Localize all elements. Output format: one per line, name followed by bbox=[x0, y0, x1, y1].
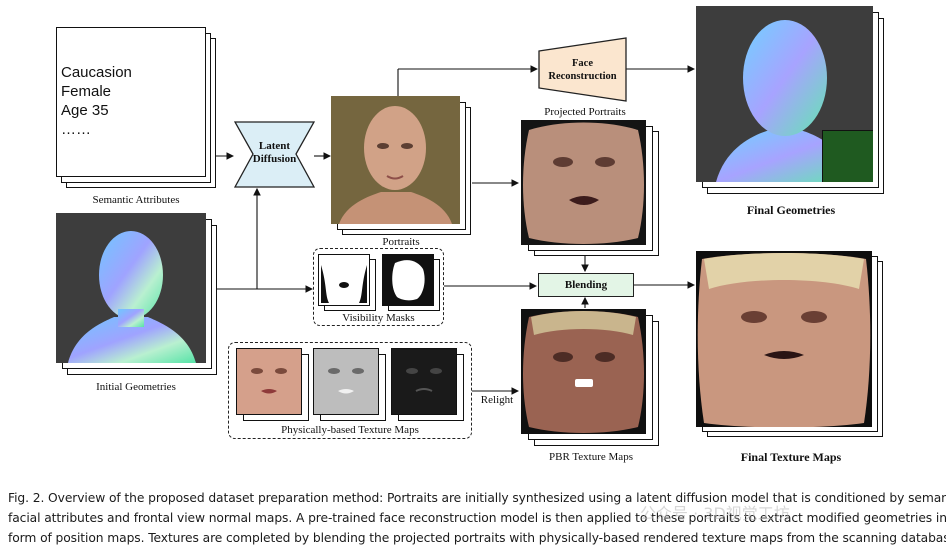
projected-portraits-label: Projected Portraits bbox=[544, 106, 626, 118]
attribute-line-3: Age 35 bbox=[61, 102, 109, 119]
mask-image-white bbox=[318, 254, 370, 306]
initial-geometries-label: Initial Geometries bbox=[96, 381, 176, 393]
pbr-maps-label: Physically-based Texture Maps bbox=[281, 424, 419, 436]
caption-line-2: facial attributes and frontal view norma… bbox=[8, 511, 946, 525]
face-reconstruction-line-1: Face bbox=[572, 58, 593, 69]
visibility-masks-label: Visibility Masks bbox=[342, 312, 415, 324]
final-texture-face-icon bbox=[697, 253, 871, 427]
semantic-attributes-label: Semantic Attributes bbox=[92, 194, 180, 206]
face-reconstruction-label: Face Reconstruction bbox=[538, 57, 627, 83]
initial-geometry-image bbox=[56, 213, 206, 363]
mask-image-black bbox=[382, 254, 434, 306]
blending-box: Blending bbox=[538, 273, 634, 297]
final-geometry-image bbox=[696, 6, 873, 182]
displacement-face-icon bbox=[406, 368, 442, 392]
final-texture-image bbox=[696, 251, 872, 427]
portrait-face-icon bbox=[331, 96, 460, 224]
normal-map-head-icon bbox=[68, 231, 196, 363]
portraits-label: Portraits bbox=[382, 236, 420, 248]
pbr-texture-image bbox=[521, 309, 646, 434]
projected-face-icon bbox=[523, 122, 644, 244]
mask-shape-icon bbox=[392, 260, 425, 301]
latent-diffusion-line-2: Diffusion bbox=[252, 153, 297, 165]
pbr-maps-group bbox=[228, 342, 472, 439]
mask-shape-icon bbox=[321, 259, 367, 303]
portrait-image bbox=[331, 96, 460, 224]
caption-line-1: Fig. 2. Overview of the proposed dataset… bbox=[8, 491, 946, 505]
final-texture-maps-label: Final Texture Maps bbox=[740, 450, 842, 464]
visibility-masks-group bbox=[313, 248, 444, 326]
attribute-line-1: Caucasion bbox=[61, 64, 132, 81]
latent-diffusion-line-1: Latent bbox=[258, 140, 291, 152]
attribute-line-2: Female bbox=[61, 83, 112, 100]
watermark: 公众号 · 3D视觉工坊 bbox=[640, 504, 790, 523]
albedo-image bbox=[236, 348, 302, 415]
final-geometries-label: Final Geometries bbox=[746, 203, 836, 217]
pbr-texture-maps-label: PBR Texture Maps bbox=[549, 451, 633, 463]
specular-face-icon bbox=[328, 368, 364, 394]
caption-line-3: form of position maps. Textures are comp… bbox=[8, 531, 946, 545]
projected-portrait-image bbox=[521, 120, 646, 245]
latent-diffusion-label: Latent Diffusion bbox=[234, 140, 315, 166]
displacement-image bbox=[391, 348, 457, 415]
relight-label: Relight bbox=[480, 394, 514, 406]
albedo-face-icon bbox=[251, 368, 287, 394]
figure-caption: Fig. 2. Overview of the proposed dataset… bbox=[8, 488, 946, 548]
final-normal-head-icon bbox=[716, 20, 854, 182]
attribute-line-4: …… bbox=[61, 121, 91, 138]
specular-image bbox=[313, 348, 379, 415]
position-map-thumbnail bbox=[822, 130, 873, 182]
semantic-attributes-card: Caucasion Female Age 35 …… bbox=[56, 27, 206, 177]
face-reconstruction-line-2: Reconstruction bbox=[548, 71, 617, 82]
latent-diffusion-shape bbox=[234, 121, 315, 188]
pbr-face-icon bbox=[523, 311, 644, 433]
face-reconstruction-shape bbox=[538, 37, 627, 102]
